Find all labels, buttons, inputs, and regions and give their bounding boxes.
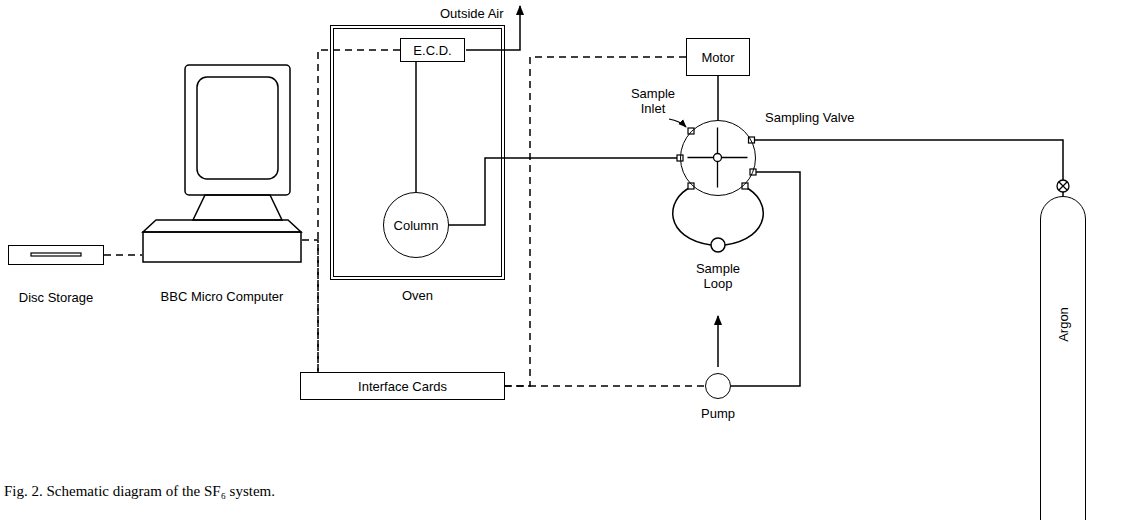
figure-caption: Fig. 2. Schematic diagram of the SF₆ sys…	[4, 482, 275, 500]
computer: BBC Micro Computer	[142, 62, 302, 267]
cylinder-valve	[1057, 180, 1069, 192]
outlet-label: Outside Air	[440, 6, 504, 21]
monitor-stand	[193, 195, 282, 220]
signal-line	[104, 254, 142, 256]
valve-rotor	[688, 128, 748, 188]
label-holder: Sampling Valve	[765, 110, 854, 125]
disc-drive-art	[9, 246, 103, 264]
computer-art	[142, 62, 302, 267]
node-label: Motor	[701, 50, 734, 65]
label-holder: Pump	[701, 406, 735, 421]
cylinder-valve	[1059, 182, 1067, 190]
sample-loop-tube	[725, 187, 763, 245]
node-label: Argon	[1055, 307, 1070, 342]
column-coil: Column	[383, 192, 449, 258]
signal-line	[505, 57, 686, 386]
monitor-case	[185, 65, 290, 195]
node-label: Oven	[402, 288, 433, 303]
interface-box: Interface Cards	[300, 372, 505, 400]
port-label: Sample Inlet	[626, 86, 680, 116]
inlet-leader	[669, 119, 686, 127]
sample-loop-coil	[711, 238, 725, 252]
node-label: Pump	[701, 406, 735, 421]
sampling-valve: Sampling Valve	[680, 120, 756, 196]
disc-drive: Disc Storage	[8, 245, 104, 265]
label-holder: BBC Micro Computer	[161, 289, 284, 304]
port-label: Sample Inlet	[626, 86, 680, 116]
signal-line	[505, 385, 705, 387]
monitor-screen	[197, 77, 278, 179]
pump-circle: Pump	[705, 373, 731, 399]
node-label: Interface Cards	[358, 379, 447, 394]
caption-holder: Fig. 2. Schematic diagram of the SF₆ sys…	[4, 482, 275, 500]
gas-line	[751, 140, 1063, 196]
valve-hub	[714, 154, 722, 162]
valve-port	[750, 169, 756, 175]
signal-line	[302, 240, 318, 372]
outlet-label: Outside Air	[440, 6, 504, 21]
flow-arrow	[717, 316, 719, 367]
gas-line	[717, 76, 719, 120]
valve-port	[742, 183, 748, 189]
label-holder: Oven	[402, 288, 433, 303]
detector-box: E.C.D.	[400, 38, 465, 62]
node-label: Column	[394, 218, 439, 233]
motor-box: Motor	[686, 38, 750, 76]
argon-cylinder: Argon	[1040, 196, 1086, 520]
label-holder: Disc Storage	[19, 290, 93, 305]
keyboard-base	[143, 232, 301, 262]
node-label: Disc Storage	[19, 290, 93, 305]
valve-port	[749, 137, 755, 143]
valve-art	[681, 121, 755, 195]
gas-line	[731, 172, 800, 386]
sample-loop-tube	[673, 187, 711, 245]
valve-port	[688, 183, 694, 189]
node-label: E.C.D.	[413, 43, 451, 58]
keyboard-top	[143, 220, 301, 232]
oven-box: OvenE.C.D.Column	[330, 25, 505, 280]
part-label: Sample Loop	[692, 261, 744, 291]
gas-line	[449, 158, 680, 225]
valve-port	[688, 128, 694, 134]
node-label: BBC Micro Computer	[161, 289, 284, 304]
gas-line	[415, 62, 417, 192]
disc-slot	[31, 253, 81, 256]
part-label: Sample Loop	[692, 261, 744, 291]
node-label: Sampling Valve	[765, 110, 854, 125]
